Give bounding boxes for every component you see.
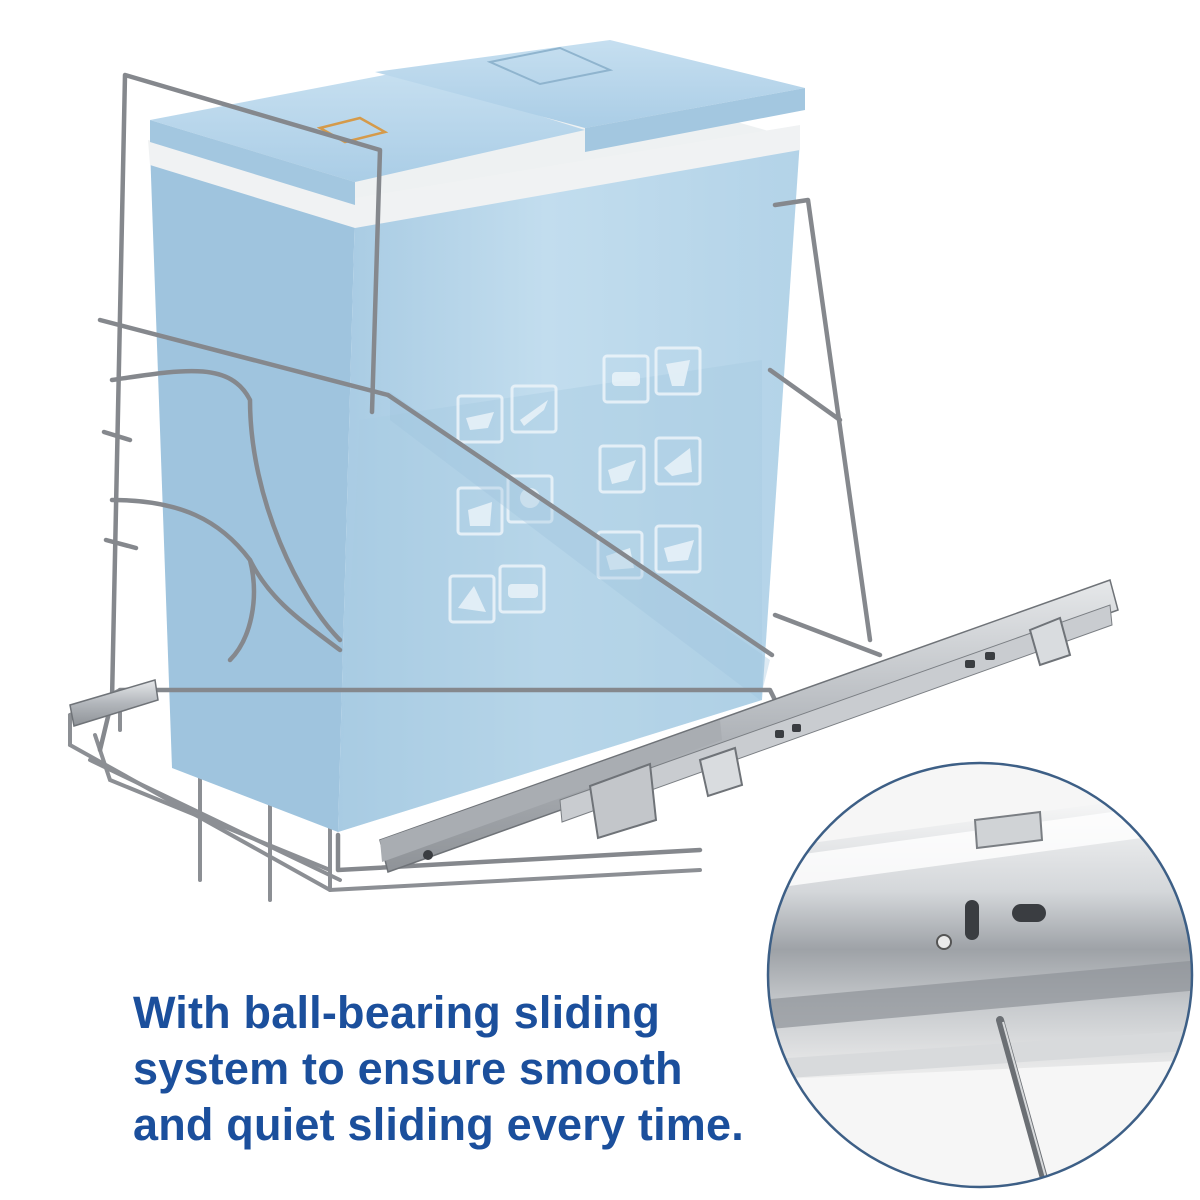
feature-caption: With ball-bearing sliding system to ensu… xyxy=(133,985,853,1153)
caption-line-2: system to ensure smooth xyxy=(133,1043,683,1094)
wire-frame-illustration-icon xyxy=(97,72,883,873)
zoom-detail-circle-icon xyxy=(766,761,1194,1189)
bin-product-illustration-icon xyxy=(148,40,805,832)
slide-rail-illustration-icon xyxy=(69,579,1119,873)
caption-line-1: With ball-bearing sliding xyxy=(133,987,661,1038)
caption-line-3: and quiet sliding every time. xyxy=(133,1099,744,1150)
